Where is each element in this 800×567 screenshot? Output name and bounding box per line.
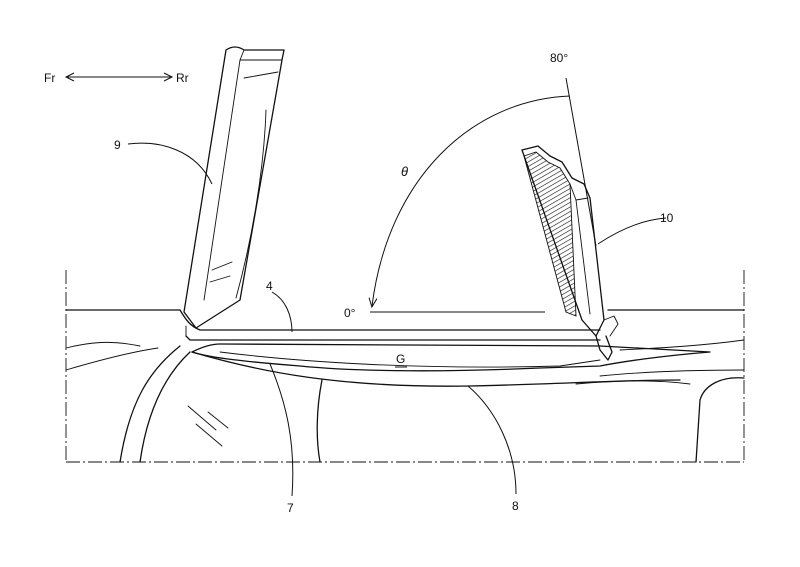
- panel-9-line-b: [211, 261, 233, 271]
- numeral-7: 7: [287, 501, 294, 515]
- reference-labels: 9 4 10 7 8 G: [114, 138, 674, 515]
- eighty-degree-line: [565, 77, 597, 247]
- leader-7: [269, 363, 294, 497]
- rear-arrowhead: [163, 72, 174, 82]
- panel-7-inner-line: [219, 351, 601, 368]
- glass-reflection-2: [195, 423, 223, 447]
- numeral-10: 10: [660, 211, 674, 225]
- window-frame-left-inner: [139, 351, 191, 463]
- gap-label: G: [396, 352, 405, 366]
- vehicle-body: [65, 309, 745, 385]
- direction-indicator: Fr Rr: [44, 71, 189, 85]
- panel-10-outline: [521, 145, 605, 337]
- panel-10: [521, 145, 619, 361]
- panel-10-hinge: [595, 335, 613, 361]
- panel-7-outline: [191, 343, 711, 372]
- window-frame-left-outer: [119, 345, 181, 463]
- cover-top-edge: [179, 309, 601, 331]
- body-contour-front: [65, 341, 141, 349]
- panel-10-mount: [603, 315, 619, 337]
- body-contour-rear: [619, 339, 745, 351]
- window-area: [119, 345, 745, 463]
- cover-lower-edge: [185, 335, 601, 341]
- angle-start-label: 0°: [344, 306, 356, 320]
- panel-7-8: [191, 343, 711, 387]
- leader-10: [597, 217, 667, 245]
- panel-10-hatched-section: [523, 151, 577, 317]
- numeral-4: 4: [266, 279, 273, 293]
- panel-9-curve: [235, 109, 267, 299]
- leader-8: [467, 385, 517, 495]
- numeral-8: 8: [512, 499, 519, 513]
- panel-8-edge: [191, 351, 681, 387]
- frame-border: [65, 270, 745, 463]
- panel-9-line-c: [209, 275, 231, 283]
- panel-9: [183, 46, 285, 329]
- body-contour-rear-lower: [599, 369, 745, 377]
- numeral-9: 9: [114, 138, 121, 152]
- panel-10-step: [575, 197, 589, 201]
- leader-9: [127, 142, 213, 185]
- panel-9-line-a: [243, 71, 279, 79]
- angle-indicator: 0° 80° θ: [344, 51, 597, 320]
- theta-arc: [372, 95, 571, 306]
- front-label: Fr: [44, 71, 55, 85]
- theta-symbol: θ: [401, 164, 408, 179]
- rear-wheel-arch: [695, 377, 745, 463]
- rear-label: Rr: [176, 71, 189, 85]
- pillar-line: [316, 379, 323, 463]
- cover-panel-4: [179, 309, 601, 341]
- angle-end-label: 80°: [550, 51, 568, 65]
- panel-9-inner-edge: [203, 49, 245, 301]
- glass-reflection-1: [187, 405, 217, 431]
- leader-4: [271, 291, 293, 333]
- body-contour-lower: [65, 347, 159, 371]
- glass-reflection-3: [207, 411, 229, 429]
- panel-9-outline: [183, 46, 285, 329]
- front-arrowhead: [64, 72, 75, 82]
